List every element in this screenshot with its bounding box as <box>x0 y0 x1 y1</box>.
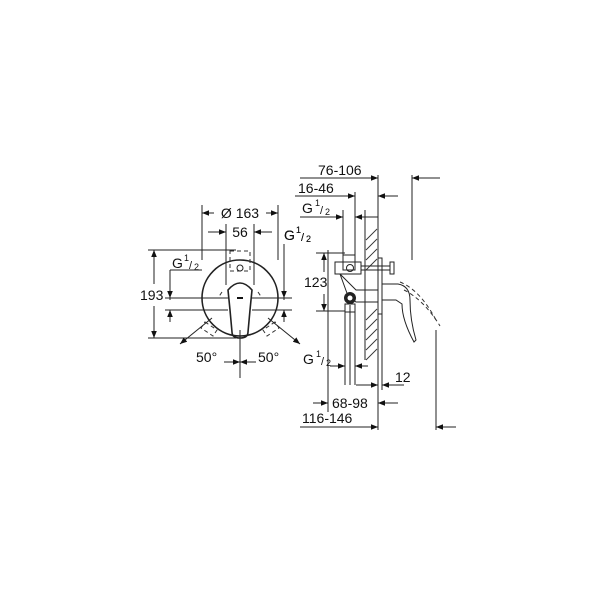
svg-text:/: / <box>321 356 325 368</box>
angle-label-right: 50° <box>258 349 279 365</box>
wall-hatching <box>365 228 378 361</box>
depth-total-label: 76-106 <box>318 162 362 178</box>
svg-text:1: 1 <box>296 225 301 235</box>
svg-text:1: 1 <box>315 198 320 208</box>
depth-outer-label: 116-146 <box>302 410 353 426</box>
svg-text:G: G <box>303 351 314 367</box>
svg-text:1: 1 <box>296 225 301 235</box>
svg-text:G: G <box>284 227 295 243</box>
svg-text:/: / <box>189 260 193 272</box>
thread-label-bottom: G 1 / 2 <box>303 349 331 368</box>
svg-text:G: G <box>302 200 313 216</box>
depth-mid-label: 68-98 <box>332 395 368 411</box>
svg-text:2: 2 <box>306 234 311 244</box>
width-label: 56 <box>232 224 248 240</box>
height-label: 193 <box>140 287 164 303</box>
thread-label-right: G 1 / 2 <box>284 225 311 244</box>
depth-box-label: 16-46 <box>298 180 334 196</box>
svg-text:G: G <box>284 227 295 243</box>
thread-label-mid: G 1 / 2 <box>284 225 311 244</box>
side-lever-handle <box>381 283 417 343</box>
svg-text:2: 2 <box>194 262 199 272</box>
side-view: 76-106 16-46 G 1 / 2 G 1 / 2 123 <box>284 162 456 430</box>
thread-label-top: G 1 / 2 <box>302 198 330 217</box>
lever-handle <box>227 282 253 339</box>
svg-text:2: 2 <box>325 207 330 217</box>
svg-text:G: G <box>172 255 183 271</box>
svg-text:/: / <box>301 232 305 244</box>
svg-text:1: 1 <box>316 349 321 359</box>
diameter-label: Ø 163 <box>221 205 259 221</box>
side-height-label: 123 <box>304 274 328 290</box>
svg-text:/: / <box>320 205 324 217</box>
svg-text:1: 1 <box>184 253 189 263</box>
thread-label-left: G 1 / 2 <box>172 253 199 272</box>
svg-text:/: / <box>301 232 305 244</box>
plate-label: 12 <box>395 369 411 385</box>
front-view: Ø 163 56 193 G 1 / 2 G <box>140 205 311 378</box>
svg-text:2: 2 <box>306 234 311 244</box>
svg-text:2: 2 <box>326 358 331 368</box>
angle-label-left: 50° <box>196 349 217 365</box>
